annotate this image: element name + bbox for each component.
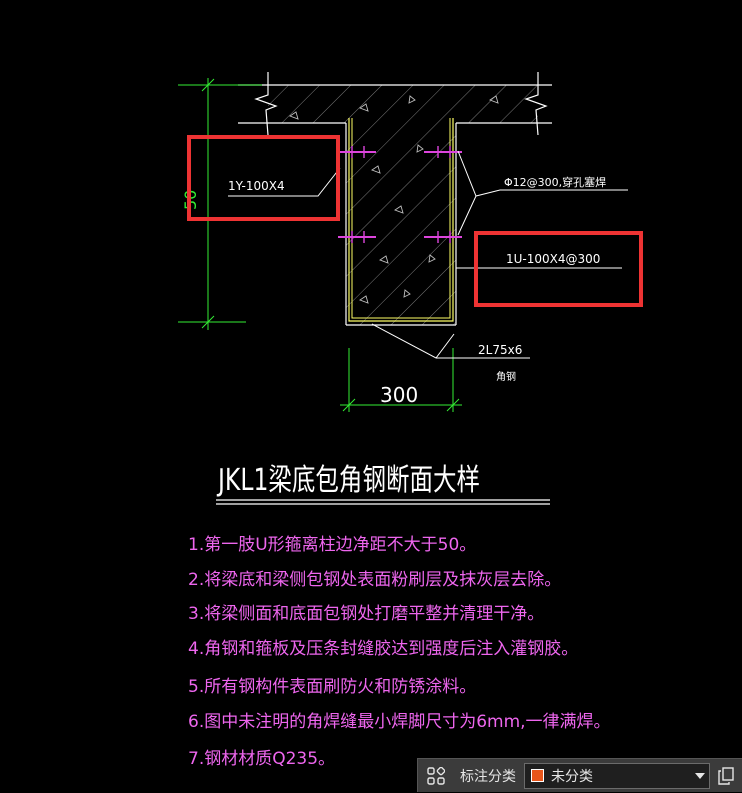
note-line: 3.将梁侧面和底面包钢处打磨平整并清理干净。 [188,604,544,624]
grid-icon [427,766,445,785]
callout-left-plate: 1Y-100X4 [228,179,285,193]
break-line-right [524,72,548,136]
note-line: 1.第一肢U形箍离柱边净距不大于50。 [188,535,476,555]
highlight-box-right [474,231,643,307]
highlight-box-left [187,135,340,221]
grid-view-button[interactable] [418,759,454,793]
dimension-width-label: 300 [380,383,418,407]
chevron-down-icon[interactable] [691,764,709,788]
notes-list: 1.第一肢U形箍离柱边净距不大于50。 2.将梁底和梁侧包钢处表面粉刷层及抹灰层… [188,535,611,769]
leader-lines [228,150,628,359]
annotation-status-bar: 标注分类 未分类 [417,758,742,792]
through-bolts [338,146,462,243]
drawing-title: JKL1梁底包角钢断面大样 [216,463,480,498]
note-line: 5.所有钢构件表面刷防火和防锈涂料。 [188,677,476,697]
annotation-category-label: 标注分类 [460,768,516,785]
note-line: 6.图中未注明的角焊缝最小焊脚尺寸为6mm,一律满焊。 [188,712,611,732]
copy-button[interactable] [714,759,738,793]
callout-right-plate: 1U-100X4@300 [506,252,600,266]
callout-rebar: Φ12@300,穿孔塞焊 [504,175,606,189]
copy-icon [718,766,734,785]
note-line: 7.钢材材质Q235。 [188,749,335,769]
dimension-lines [178,78,462,412]
annotation-category-select[interactable]: 未分类 [524,762,710,789]
callout-angle-steel: 2L75x6 [478,343,522,357]
category-select-value: 未分类 [551,768,593,785]
steel-jacket [348,118,454,322]
category-color-swatch [531,769,544,782]
beam-section [238,72,552,326]
slab-hatch [268,85,538,325]
note-line: 4.角钢和箍板及压条封缝胶达到强度后注入灌钢胶。 [188,639,578,659]
break-line-left [254,72,278,136]
callout-angle-note: 角钢 [496,370,516,383]
note-line: 2.将梁底和梁侧包钢处表面粉刷层及抹灰层去除。 [188,570,561,590]
